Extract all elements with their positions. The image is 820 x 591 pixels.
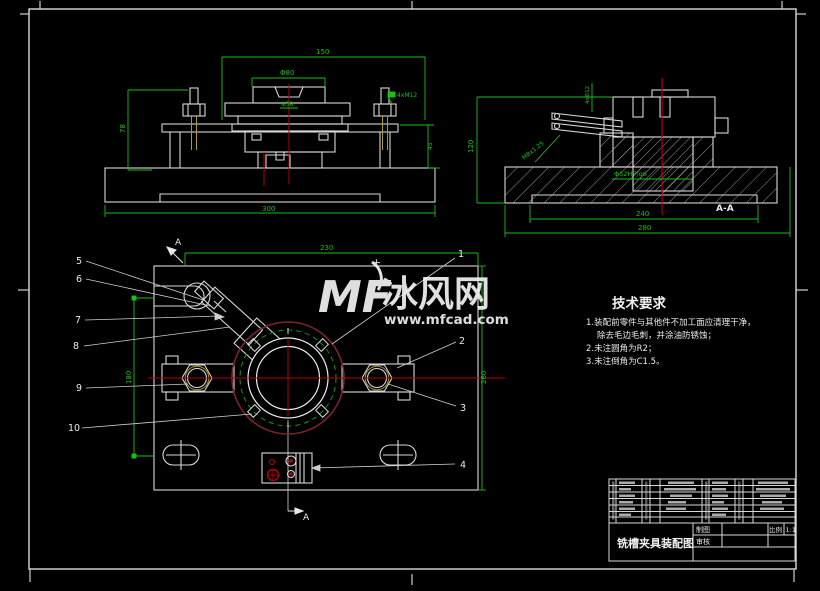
bom-text-smudges (612, 481, 790, 520)
front-dim-bore: Φ80 (280, 69, 294, 77)
section-bore-fit: Φ52H7/g6 (614, 170, 647, 178)
callout-4: 4 (460, 460, 466, 471)
title-block-scale-label: 比例 (769, 525, 782, 534)
tech-req-line3: 2.未注圆角为R2； (586, 343, 656, 354)
callout-10: 10 (68, 423, 80, 434)
callout-5: 5 (76, 256, 82, 267)
watermark-logo: MF (318, 272, 392, 323)
title-block-scale-value: 1:1 (786, 526, 796, 534)
plan-dimensions (131, 252, 486, 491)
front-dim-notch: Φ58 (281, 101, 294, 108)
watermark-crescent (371, 260, 383, 291)
callout-8: 8 (73, 341, 79, 352)
front-dim-bottom: 300 (262, 205, 275, 213)
section-markers: A A (166, 238, 310, 523)
front-centerlines (263, 84, 290, 186)
section-holes-label: 4xΦ12 (585, 86, 591, 104)
tech-req-line4: 3.未注倒角为C1.5。 (586, 356, 665, 367)
watermark: MF + 冰风网 www.mfcad.com (318, 256, 509, 328)
front-view: 150 Φ80 Φ58 78 45 300 4xM12 (104, 48, 440, 217)
tech-req-title: 技术要求 (612, 295, 666, 312)
plan-centerlines (148, 340, 505, 482)
callout-6: 6 (76, 274, 82, 285)
front-bolt-label: 4xM12 (397, 92, 417, 99)
watermark-url: www.mfcad.com (384, 312, 509, 328)
title-block-drawn-label: 制图 (696, 525, 710, 534)
watermark-name: 冰风网 (382, 274, 490, 315)
plan-dim-right: 260 (480, 371, 488, 384)
callout-1: 1 (458, 249, 464, 260)
section-dim-left: 120 (467, 140, 475, 153)
section-pin-label: M8x1.25 (521, 140, 546, 162)
title-block: 铣槽夹具装配图 制图 审核 比例 1:1 (608, 478, 796, 562)
title-block-checked-label: 审核 (696, 537, 710, 546)
callout-7: 7 (75, 315, 81, 326)
section-dim-outer: 280 (638, 224, 651, 232)
front-dim-top: 150 (316, 48, 329, 56)
tech-requirements: 技术要求 1.装配前零件与其他件不加工面应清理干净， 除去毛边毛刺，并涂油防锈蚀… (586, 295, 756, 367)
callout-numbers: 1 2 3 4 5 6 7 8 9 10 (68, 249, 466, 471)
callout-leaders (81, 257, 457, 472)
tech-req-line2: 除去毛边毛刺，并涂油防锈蚀； (597, 330, 716, 341)
plan-marker-bottom: A (303, 513, 310, 523)
registration-ticks (18, 1, 808, 585)
plan-marker-top: A (175, 238, 182, 248)
section-dimensions (476, 83, 791, 237)
front-dim-left: 78 (119, 124, 127, 133)
section-view: 120 240 280 Φ52H7/g6 M8x1.25 4xΦ12 A-A (467, 78, 791, 237)
plan-dim-left: 180 (125, 371, 133, 384)
callout-2: 2 (459, 336, 465, 347)
plan-view: A A 230 180 260 1 (68, 238, 505, 523)
callout-9: 9 (76, 383, 82, 394)
tech-req-line1: 1.装配前零件与其他件不加工面应清理干净， (586, 317, 756, 328)
callout-3: 3 (460, 403, 466, 414)
bolt-guides (191, 116, 388, 150)
front-dimensions (104, 56, 440, 217)
section-dim-inner: 240 (636, 210, 649, 218)
watermark-sparkle-icon: + (372, 256, 381, 269)
front-dim-right: 45 (427, 142, 434, 150)
section-label: A-A (716, 204, 734, 214)
drawing-title: 铣槽夹具装配图 (617, 536, 694, 550)
plan-dim-top: 230 (320, 244, 333, 252)
